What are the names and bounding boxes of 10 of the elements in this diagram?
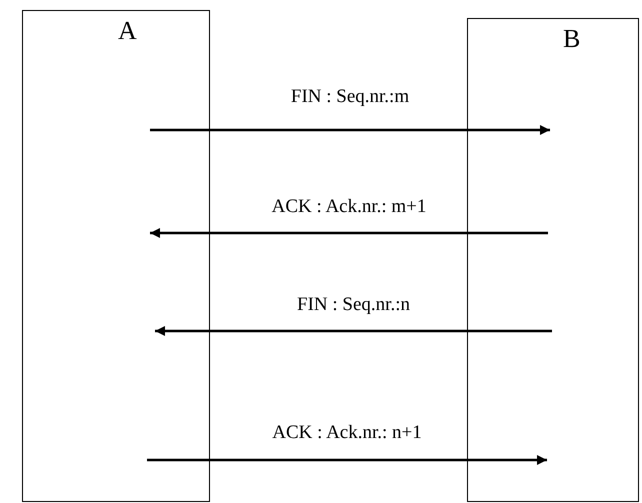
message-label: FIN : Seq.nr.:m — [288, 86, 412, 108]
lifeline-box — [22, 10, 210, 502]
participant-label: A — [118, 17, 137, 45]
message-arrow — [150, 228, 548, 238]
message-arrow — [150, 125, 550, 135]
participant-label: B — [563, 25, 580, 53]
message-arrow — [155, 326, 552, 336]
lifeline-box — [467, 18, 639, 502]
message-label: FIN : Seq.nr.:n — [295, 294, 412, 316]
message-arrow — [147, 455, 547, 465]
